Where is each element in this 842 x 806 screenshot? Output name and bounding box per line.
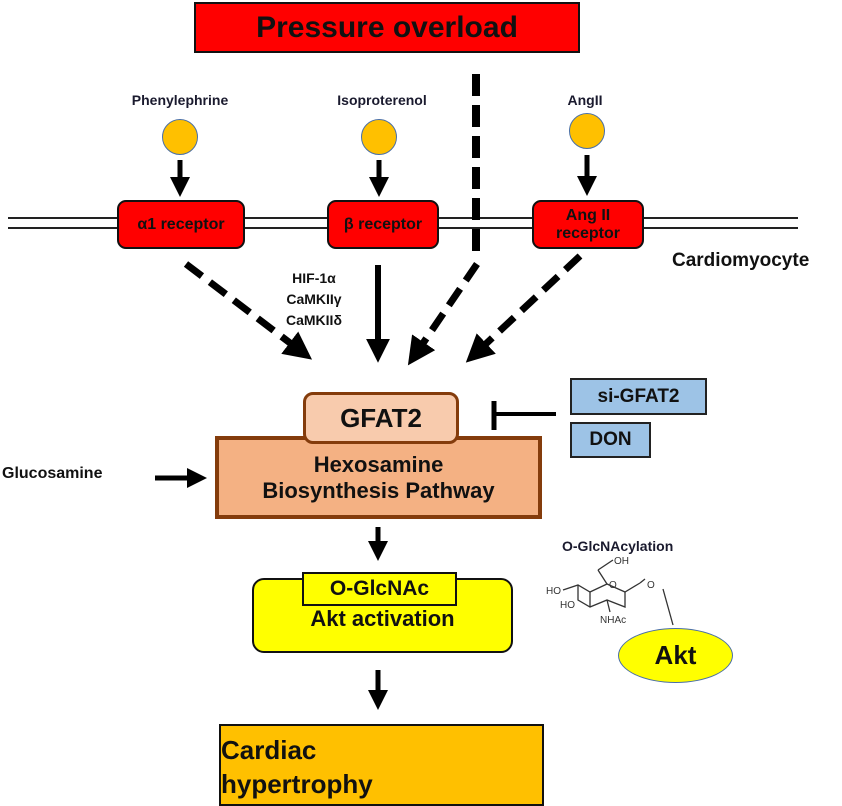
- si-gfat2-label: si-GFAT2: [597, 385, 680, 407]
- cardiomyocyte-label: Cardiomyocyte: [672, 250, 810, 271]
- o-glcnacylation-title: O-GlcNAcylation: [562, 538, 674, 554]
- angii-receptor-label-line2: receptor: [555, 224, 621, 242]
- glucosamine-label: Glucosamine: [2, 465, 103, 482]
- arrow-pressure-to-gfat2: [407, 262, 480, 366]
- ligand-circle-isoproterenol: [361, 119, 397, 155]
- hbp-label-line2: Biosynthesis Pathway: [262, 478, 495, 503]
- o-glcnac-tag-label: O-GlcNAc: [329, 577, 430, 600]
- o-glcnac-tag-box: O-GlcNAc: [302, 572, 457, 606]
- hypertrophy-label-line2: hypertrophy: [221, 768, 373, 799]
- beta-receptor-label: β receptor: [343, 215, 423, 233]
- ligand-circle-phenylephrine: [162, 119, 198, 155]
- gfat2-label: GFAT2: [340, 402, 422, 433]
- akt-ellipse-label: Akt: [654, 640, 697, 670]
- arrow-alpha1-to-gfat2: [183, 261, 313, 360]
- structure-oh-top: OH: [614, 556, 629, 567]
- mediator-camkii-gamma: CaMKIIγ: [286, 291, 342, 307]
- akt-ellipse: Akt: [618, 628, 733, 683]
- mediator-list: HIF-1α CaMKIIγ CaMKIIδ: [286, 268, 342, 331]
- beta-receptor: β receptor: [327, 200, 439, 249]
- hexosamine-pathway-box: Hexosamine Biosynthesis Pathway: [215, 436, 542, 519]
- structure-nhac: NHAc: [600, 615, 626, 626]
- ligand-circle-angii: [569, 113, 605, 149]
- structure-glycosidic-o: O: [647, 580, 655, 591]
- alpha1-receptor: α1 receptor: [117, 200, 245, 249]
- pressure-overload-box: Pressure overload: [194, 2, 580, 53]
- angii-receptor-label-line1: Ang II: [565, 206, 611, 224]
- hbp-label-line1: Hexosamine: [313, 452, 444, 477]
- mediator-hif1a: HIF-1α: [292, 270, 336, 286]
- ligand-label-isoproterenol: Isoproterenol: [337, 92, 427, 108]
- gfat2-box: GFAT2: [303, 392, 459, 444]
- alpha1-receptor-label: α1 receptor: [137, 215, 225, 233]
- structure-ho-left2: HO: [560, 600, 575, 611]
- ligand-label-phenylephrine: Phenylephrine: [131, 92, 229, 108]
- structure-ho-left1: HO: [546, 586, 561, 597]
- arrow-angii-to-gfat2: [465, 253, 583, 363]
- structure-ring-o: O: [609, 580, 617, 591]
- angii-receptor: Ang II receptor: [532, 200, 644, 249]
- akt-activation-label: Akt activation: [310, 606, 455, 631]
- don-box: DON: [570, 422, 651, 458]
- hypertrophy-label-line1: Cardiac: [221, 734, 317, 765]
- si-gfat2-box: si-GFAT2: [570, 378, 707, 415]
- glcnac-structure: [562, 559, 674, 626]
- cardiac-hypertrophy-box: Cardiac hypertrophy: [219, 724, 544, 806]
- ligand-label-angii: AngII: [567, 92, 603, 108]
- don-label: DON: [589, 429, 632, 450]
- pressure-overload-label: Pressure overload: [256, 10, 518, 44]
- mediator-camkii-delta: CaMKIIδ: [286, 312, 342, 328]
